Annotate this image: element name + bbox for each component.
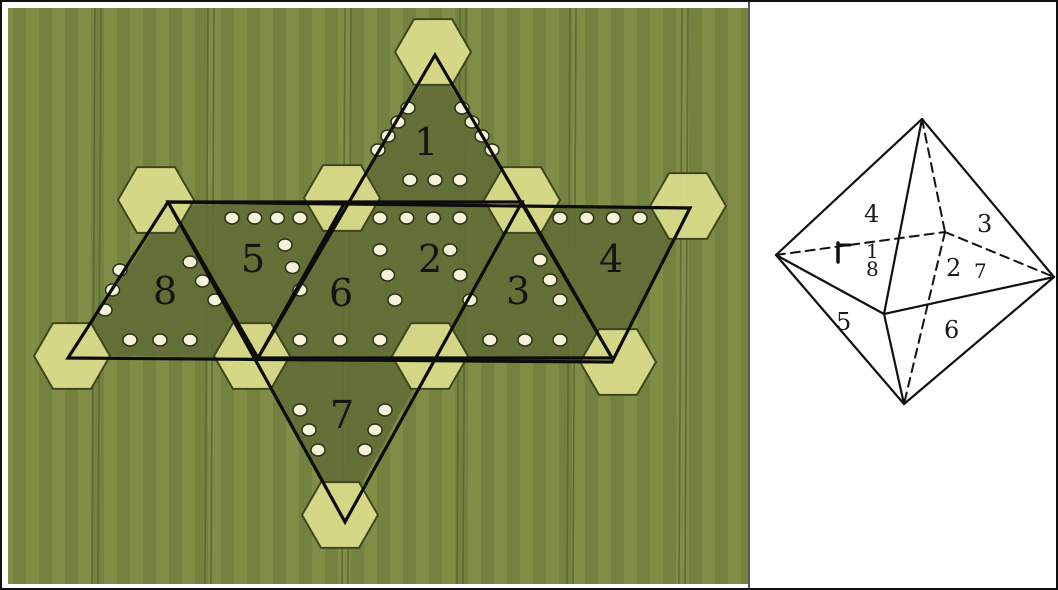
crop-dot bbox=[278, 239, 292, 251]
crop-dot bbox=[483, 334, 497, 346]
crop-dot bbox=[428, 174, 442, 186]
crop-dot bbox=[381, 269, 395, 281]
crop-dot bbox=[533, 254, 547, 266]
oct-label-6: 6 bbox=[944, 316, 959, 344]
crop-dot bbox=[453, 174, 467, 186]
crop-dot bbox=[293, 404, 307, 416]
oct-label-5: 5 bbox=[836, 308, 851, 336]
crop-dot bbox=[368, 424, 382, 436]
crop-dot bbox=[553, 212, 567, 224]
crop-dot bbox=[302, 424, 316, 436]
crop-dot bbox=[183, 334, 197, 346]
crop-dot bbox=[453, 269, 467, 281]
face-label-5: 5 bbox=[241, 237, 265, 281]
oct-label-3: 3 bbox=[977, 210, 992, 238]
crop-dot bbox=[543, 274, 557, 286]
crop-dot bbox=[196, 275, 210, 287]
crop-dot bbox=[358, 444, 372, 456]
crop-dot bbox=[123, 334, 137, 346]
crop-dot bbox=[606, 212, 620, 224]
crop-dot bbox=[373, 334, 387, 346]
crop-dot bbox=[400, 212, 414, 224]
crop-dot bbox=[293, 212, 307, 224]
crop-dot bbox=[580, 212, 594, 224]
crop-dot bbox=[293, 334, 307, 346]
oct-label-8: 8 bbox=[866, 257, 879, 281]
crop-dot bbox=[311, 444, 325, 456]
crop-dot bbox=[426, 212, 440, 224]
crop-dot bbox=[270, 212, 284, 224]
crop-dot bbox=[153, 334, 167, 346]
crop-dot bbox=[373, 212, 387, 224]
crop-formation-photo: 1 2 3 4 5 6 7 8 bbox=[8, 8, 748, 584]
oct-label-7: 7 bbox=[974, 259, 987, 283]
oct-label-2: 2 bbox=[946, 254, 961, 282]
crop-dot bbox=[286, 262, 300, 274]
crop-dot bbox=[633, 212, 647, 224]
oct-label-4: 4 bbox=[864, 200, 879, 228]
face-label-6: 6 bbox=[329, 271, 353, 315]
face-label-3: 3 bbox=[506, 269, 530, 313]
crop-dot bbox=[373, 244, 387, 256]
crop-dot bbox=[553, 334, 567, 346]
crop-dot bbox=[453, 212, 467, 224]
face-label-4: 4 bbox=[599, 237, 623, 281]
crop-dot bbox=[403, 174, 417, 186]
crop-dot bbox=[443, 244, 457, 256]
face-label-7: 7 bbox=[330, 393, 354, 437]
crop-dot bbox=[518, 334, 532, 346]
crop-dot bbox=[378, 404, 392, 416]
face-label-1: 1 bbox=[414, 120, 438, 164]
crop-dot bbox=[225, 212, 239, 224]
face-label-2: 2 bbox=[418, 237, 442, 281]
crop-dot bbox=[388, 294, 402, 306]
crop-dot bbox=[248, 212, 262, 224]
face-label-8: 8 bbox=[153, 269, 177, 313]
crop-dot bbox=[333, 334, 347, 346]
crop-dot bbox=[183, 256, 197, 268]
crop-dot bbox=[553, 294, 567, 306]
